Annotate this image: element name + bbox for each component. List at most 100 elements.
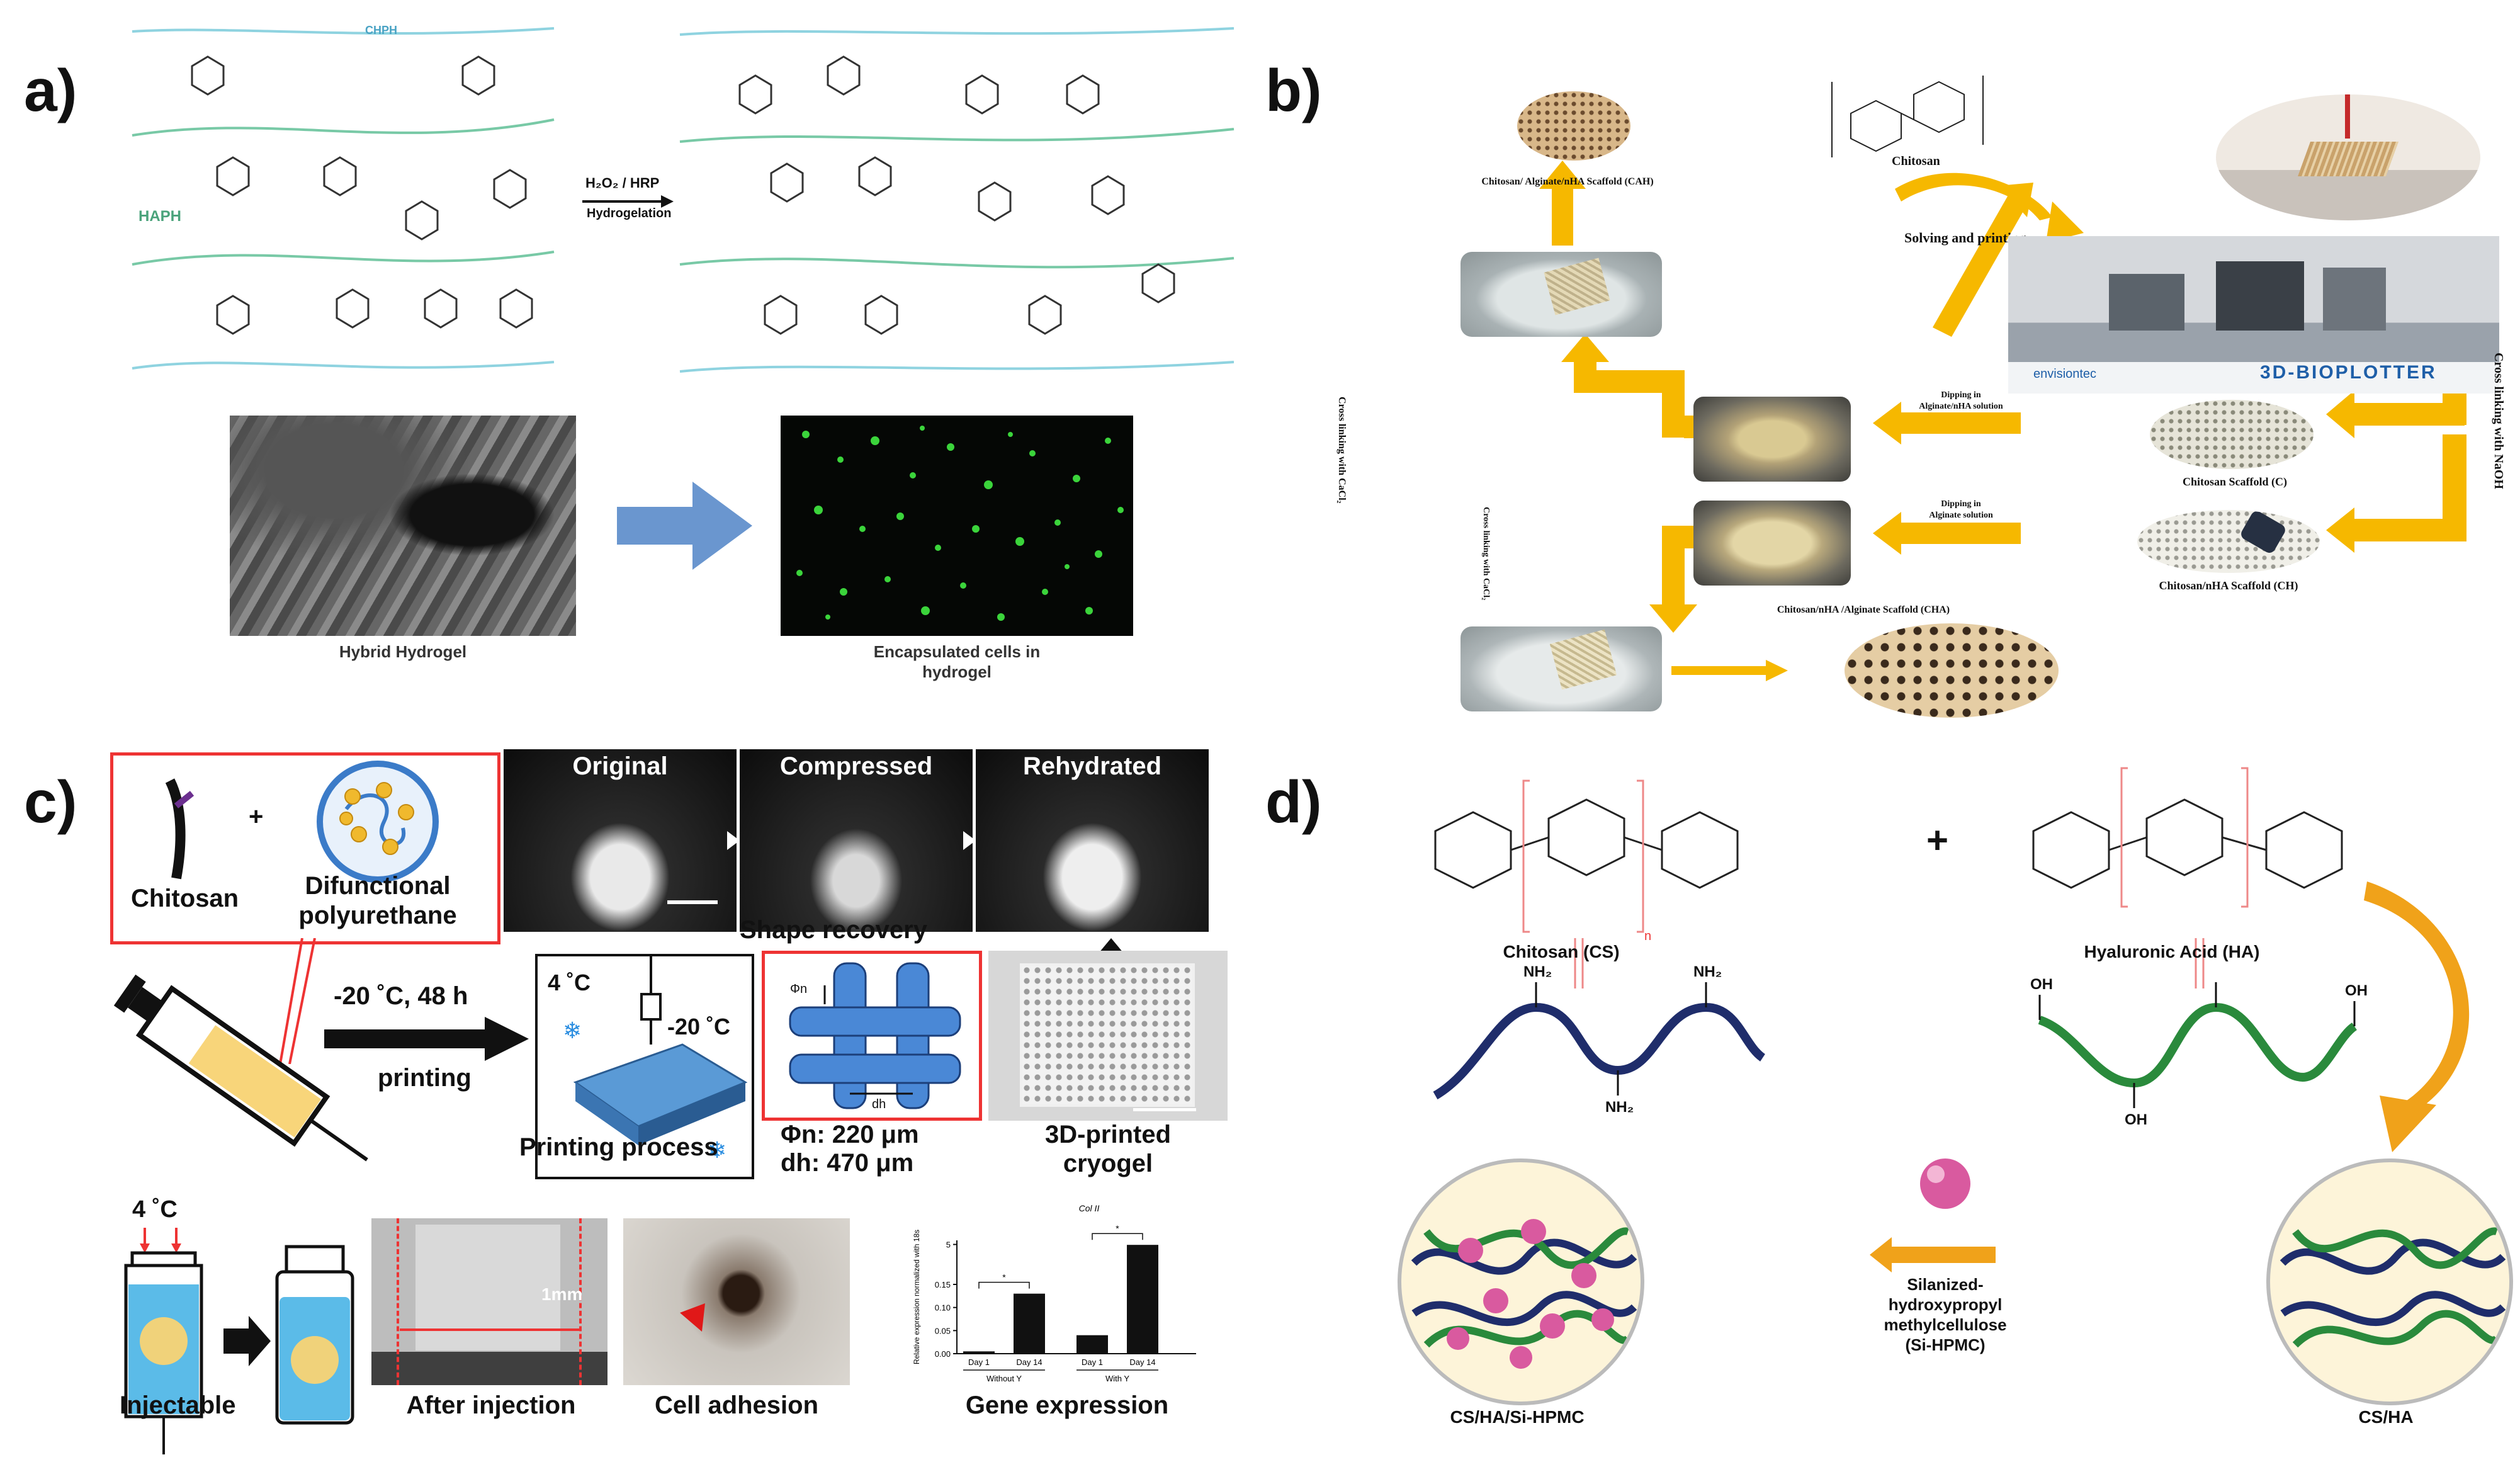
d-plus-sign: + — [1926, 819, 1949, 861]
panel-a: CHPH HAPH H₂O₂ / HRP Hydrogelation Hybri… — [113, 0, 1240, 711]
photo-rehydrated — [976, 749, 1209, 932]
photo-compressed — [740, 749, 973, 932]
printing-process-label: Printing process — [519, 1133, 718, 1161]
sem-hybrid-hydrogel-image — [230, 416, 576, 636]
panel-b-label: b) — [1265, 57, 1322, 124]
bar — [1076, 1335, 1108, 1354]
y-axis-label: Relative expression normalized with 18s — [912, 1230, 921, 1364]
y-tick-label: 0.10 — [935, 1303, 951, 1313]
dish-final-image — [1461, 626, 1662, 711]
solving-printing-label: Solving and printing — [1904, 230, 2026, 246]
cs-ha-si-hpmc-network — [1398, 1158, 1644, 1405]
envisiontec-brand: envisiontec — [2033, 367, 2097, 381]
polyurethane-particle-icon — [317, 761, 439, 883]
chart-title: Col II — [1079, 1203, 1100, 1213]
chitosan-chain-icon — [165, 778, 195, 880]
nh2-label-1: NH₂ — [1523, 963, 1552, 980]
cah-scaffold-image — [1517, 91, 1630, 161]
scale-bar — [667, 900, 718, 904]
group-label: Without Y — [986, 1374, 1022, 1383]
bioplotter-brand: 3D-BIOPLOTTER — [2260, 362, 2437, 383]
phi-n-small: Φn — [790, 982, 808, 996]
n-subscript: n — [1644, 929, 1652, 943]
reagent-label: H₂O₂ / HRP — [585, 175, 660, 191]
fluorescence-cells-image — [781, 416, 1133, 636]
nozzle-temp-label: 4 ˚C — [548, 970, 591, 995]
cah-label: Chitosan/ Alginate/nHA Scaffold (CAH) — [1481, 176, 1654, 187]
encapsulated-cells-dots — [796, 426, 1124, 621]
significance-bracket — [1092, 1233, 1143, 1240]
reaction-label: Hydrogelation — [587, 207, 672, 220]
cs-label: Chitosan (CS) — [1503, 942, 1620, 961]
chitosan-nha-scaffold-image — [2137, 510, 2320, 573]
strand-grid — [789, 962, 961, 1109]
haph-label: HAPH — [138, 208, 182, 225]
printing-process-box: ❄ ❄ — [535, 954, 754, 1179]
oh-label-2: OH — [2345, 982, 2368, 999]
panel-d-label: d) — [1265, 769, 1322, 835]
difunctional-label-2: polyurethane — [298, 902, 457, 929]
si-hpmc-label-3: methylcellulose — [1884, 1315, 2007, 1334]
injectable-label: Injectable — [120, 1391, 236, 1419]
dip-alginate-nha-label-2: Alginate/nHA solution — [1919, 402, 2003, 411]
bed-temp-label: -20 ˚C — [667, 1014, 731, 1039]
gene-expression-label: Gene expression — [965, 1391, 1169, 1419]
ha-label: Hyaluronic Acid (HA) — [2084, 942, 2260, 961]
syringe-icon — [113, 974, 368, 1162]
cs-ha-network — [2266, 1158, 2513, 1405]
y-tick-label: 0.00 — [935, 1349, 951, 1359]
group-label: With Y — [1105, 1374, 1129, 1383]
hybrid-hydrogel-caption: Hybrid Hydrogel — [339, 642, 467, 661]
dip-alginate-label-2: Alginate solution — [1929, 511, 1993, 520]
chitosan-structure — [1831, 76, 1984, 157]
cell-adhesion-image — [623, 1218, 850, 1385]
compressed-label: Compressed — [779, 752, 933, 780]
cs-ha-si-hpmc-label: CS/HA/Si-HPMC — [1450, 1407, 1585, 1427]
oh-label-1: OH — [2030, 976, 2053, 993]
inject-temp-label: 4 ˚C — [132, 1196, 178, 1223]
nh2-label-3: NH₂ — [1605, 1099, 1634, 1116]
si-hpmc-label-2: hydroxypropyl — [1888, 1295, 2003, 1314]
printing-closeup-image — [2216, 94, 2480, 220]
materials-box: + Chitosan Difunctional polyurethane — [110, 752, 500, 944]
svg-text:❄: ❄ — [563, 1017, 582, 1043]
dish-cacl2-image — [1461, 252, 1662, 337]
encapsulated-cells-caption-2: hydrogel — [922, 662, 992, 681]
cryogel-label-1: 3D-printed — [1045, 1121, 1171, 1148]
printing-label: printing — [378, 1064, 472, 1092]
significance-star: * — [1116, 1223, 1119, 1233]
original-label: Original — [572, 752, 668, 780]
panel-a-label: a) — [24, 57, 77, 124]
right-arrow-icon — [617, 482, 752, 570]
printer-schematic: ❄ ❄ — [563, 956, 748, 1163]
x-tick-label: Day 14 — [1016, 1357, 1042, 1367]
x-tick-label: Day 1 — [968, 1357, 990, 1367]
panel-d: + Chitosan (CS) Hyaluronic Acid (HA) n N… — [1372, 743, 2518, 1448]
shape-recovery-label: Shape recovery — [740, 916, 927, 944]
dish-alginate-image — [1693, 501, 1851, 586]
after-injection-image — [371, 1218, 607, 1385]
y-tick-label: 0.05 — [935, 1326, 951, 1335]
plus-sign: + — [249, 803, 264, 830]
chitosan-label: Chitosan — [131, 885, 239, 912]
cs-ha-label: CS/HA — [2358, 1407, 2414, 1427]
bioplotter-image: 3D-BIOPLOTTER envisiontec — [2008, 236, 2499, 394]
red-connector-lines — [279, 938, 316, 1064]
injectable-vials — [124, 1228, 354, 1454]
svg-text:❄: ❄ — [708, 1137, 726, 1163]
dh-value: dh: 470 μm — [781, 1149, 914, 1177]
crosslink-naoh-label: Cross linking with NaOH — [2492, 353, 2506, 489]
dh-small: dh — [872, 1097, 886, 1111]
one-mm-label: 1mm — [541, 1284, 583, 1304]
encapsulated-cells-caption-1: Encapsulated cells in — [873, 642, 1041, 661]
chph-label: CHPH — [365, 24, 398, 37]
panel-c: + Chitosan Difunctional polyurethane Ori… — [0, 730, 1253, 1454]
printed-cryogel-image — [988, 951, 1228, 1121]
si-hpmc-label-1: Silanized- — [1907, 1275, 1984, 1294]
hydrogel-network-scheme — [132, 27, 1235, 373]
crosslink-cacl2-label-1: Cross linking with CaCl₂ — [1336, 397, 1347, 504]
cryogel-label-2: cryogel — [1063, 1150, 1153, 1177]
bar — [1014, 1293, 1045, 1354]
oh-label-3: OH — [2125, 1111, 2147, 1128]
